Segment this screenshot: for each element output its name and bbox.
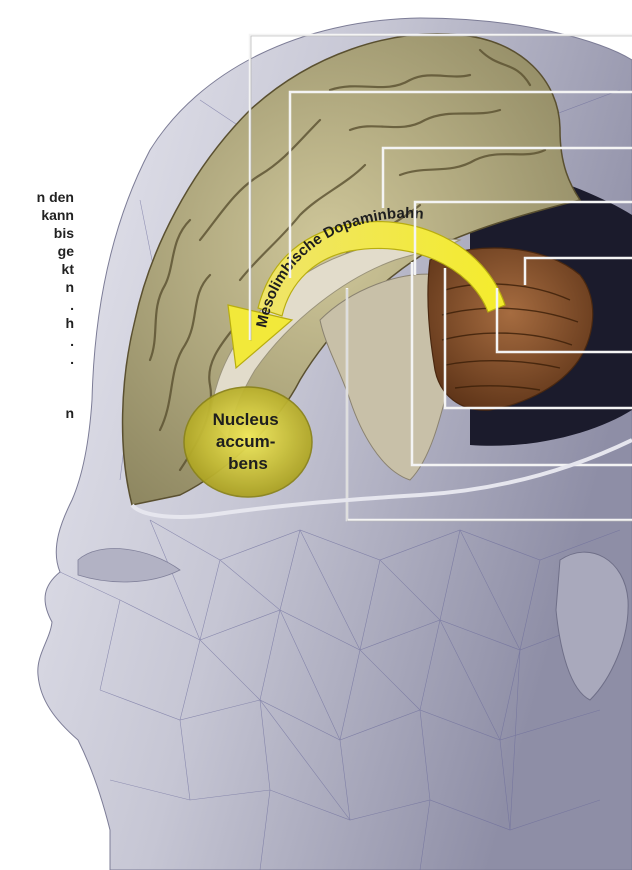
nucleus-label-line-2: accum- [216, 432, 276, 451]
nucleus-label-line-1: Nucleus [213, 410, 279, 429]
nucleus-label-line-3: bens [228, 454, 268, 473]
